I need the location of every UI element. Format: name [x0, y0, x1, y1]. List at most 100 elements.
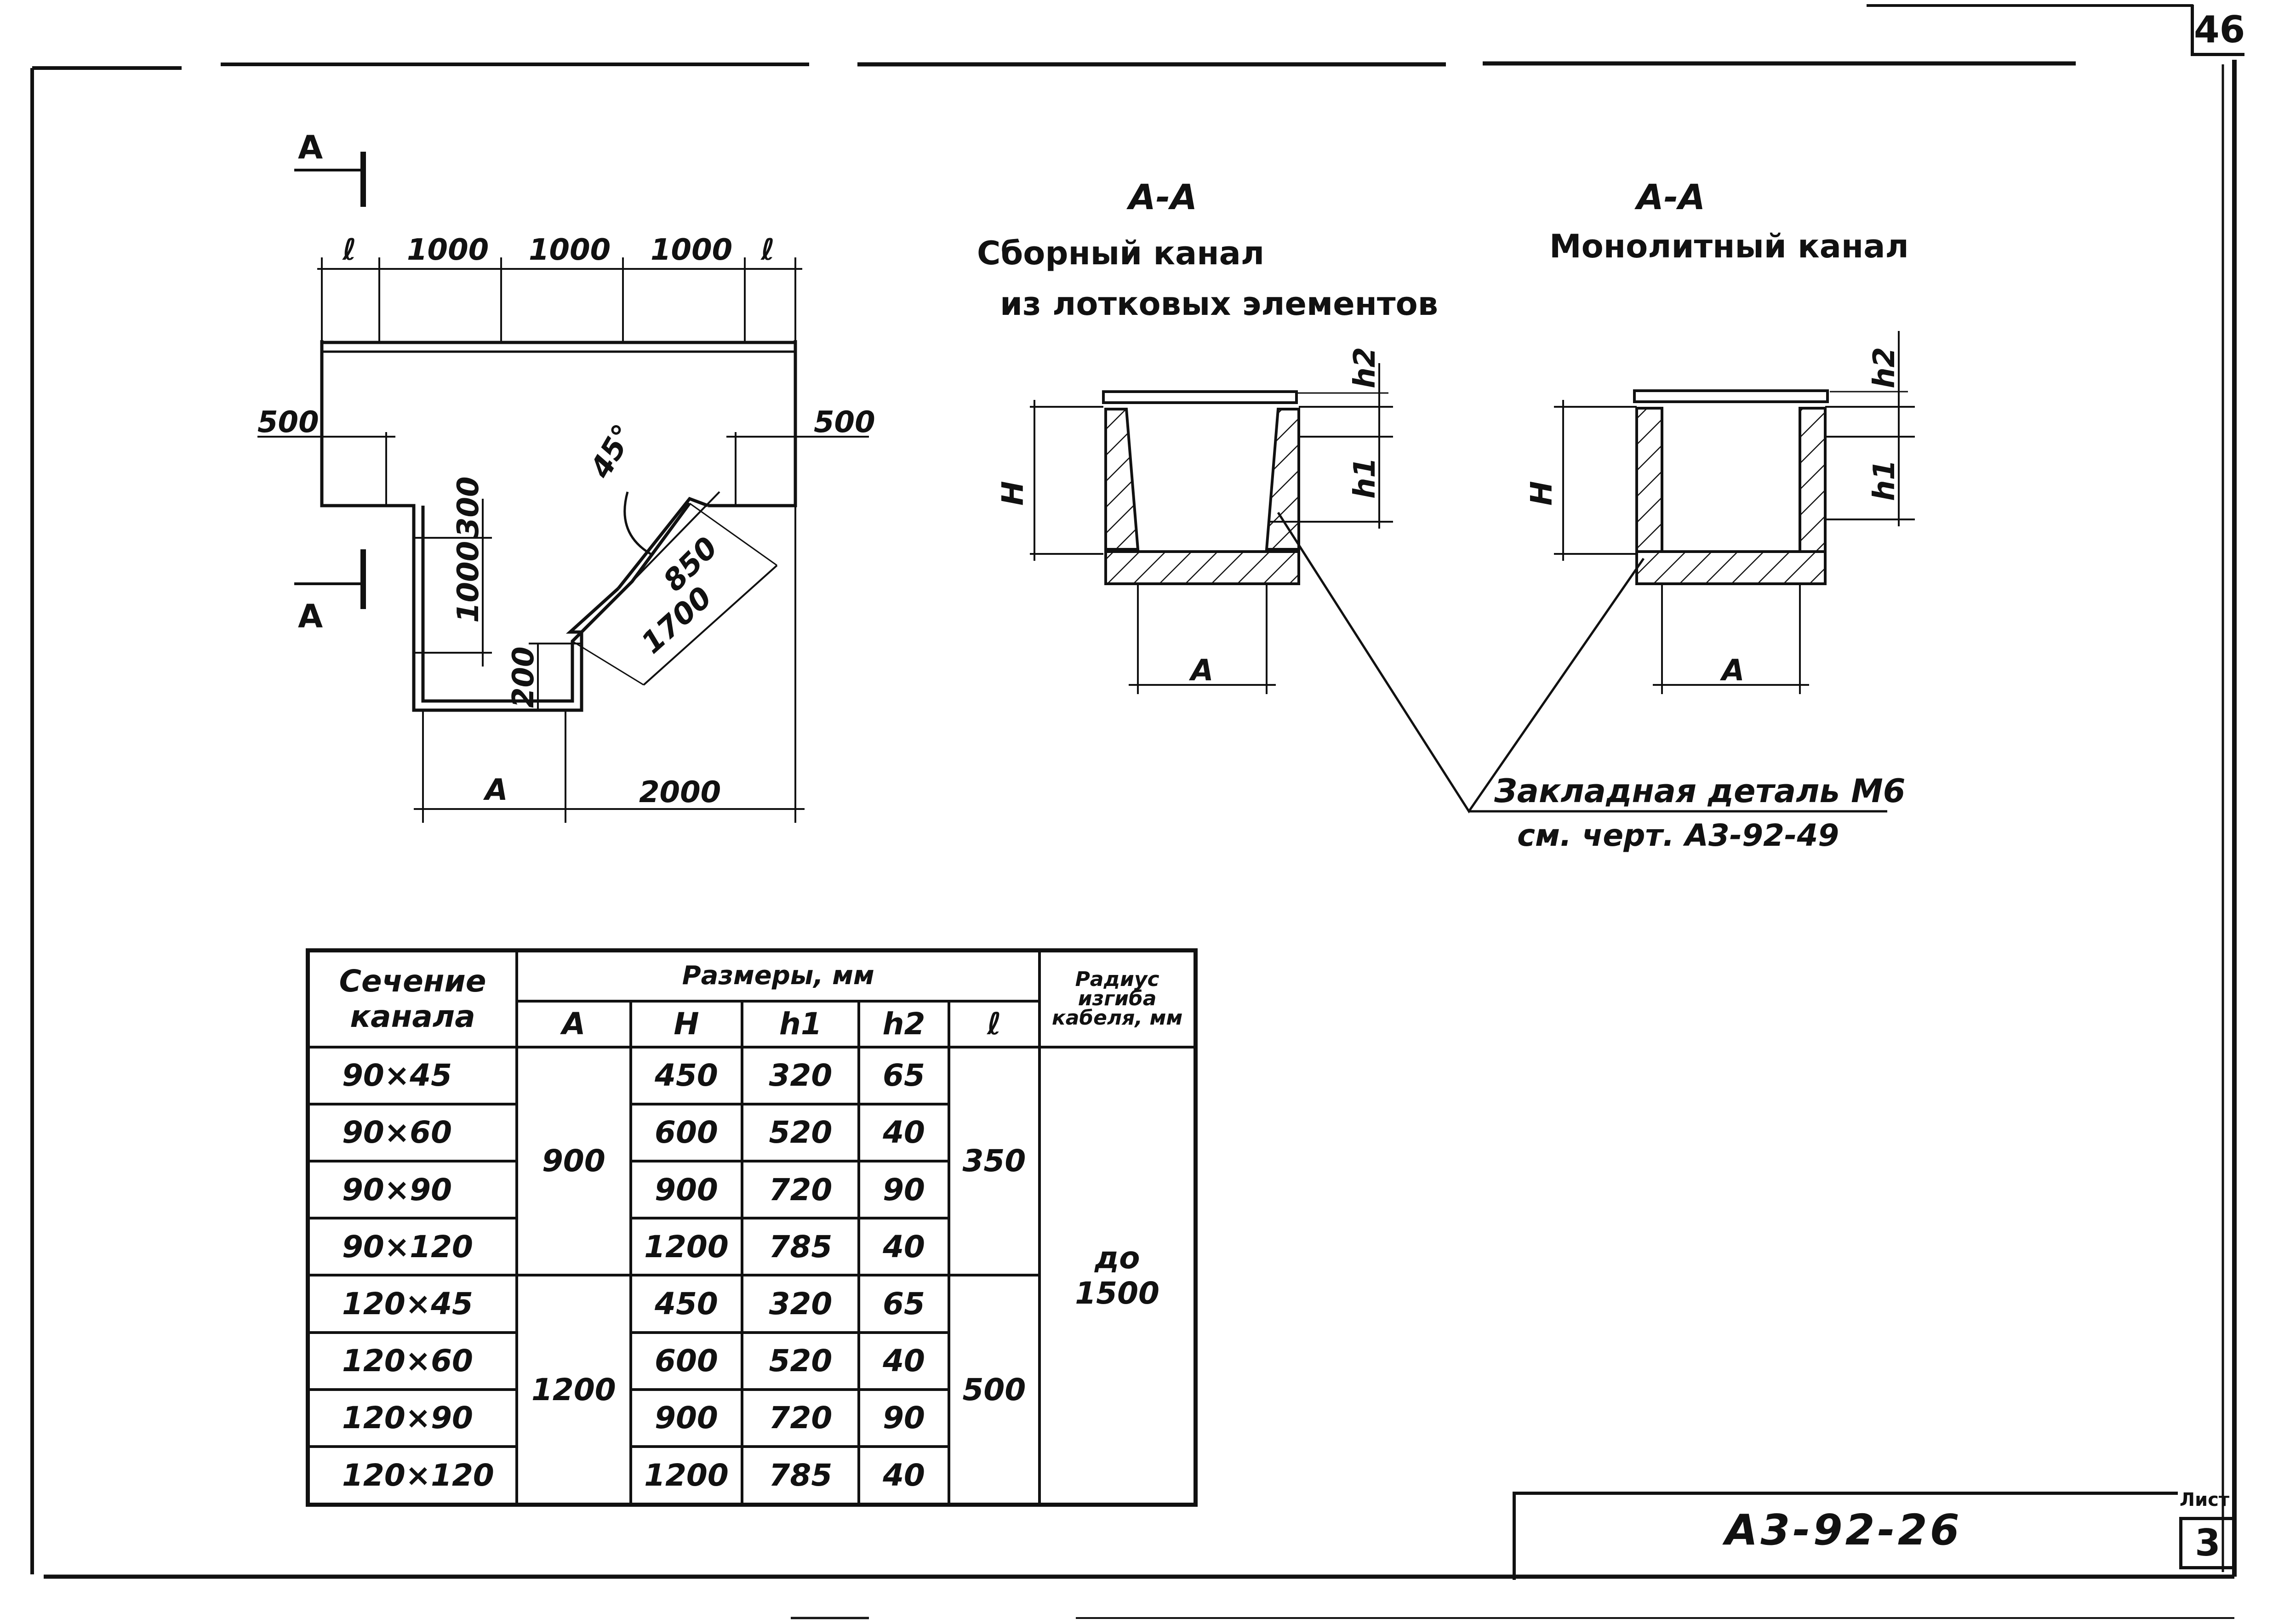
- cell-h: 450: [629, 1045, 744, 1105]
- cell-h: 1200: [629, 1445, 744, 1506]
- table-row: 90×45 900 450 320 65 350 до 1500: [306, 1045, 1197, 1506]
- th-section-line2: канала: [350, 999, 475, 1035]
- section-mark-bottom: А: [298, 598, 323, 635]
- cell-h1: 785: [741, 1217, 861, 1277]
- th-radius: Радиус изгиба кабеля, мм: [1038, 949, 1197, 1048]
- cell-h: 900: [629, 1388, 744, 1448]
- section-precast-labels: А-А Сборный канал из лотковых элементов …: [977, 177, 1438, 688]
- cell-section: 120×90: [306, 1388, 519, 1448]
- table-row: 120×90 900 720 90: [306, 1388, 1196, 1448]
- section-monolithic: [1554, 331, 1915, 694]
- th-sizes: Размеры, мм: [515, 949, 1041, 1003]
- section-mark-top: А: [298, 129, 323, 166]
- dim-1000: 1000: [451, 541, 485, 623]
- cell-h: 450: [629, 1274, 744, 1334]
- monolithic-H: H: [1525, 481, 1559, 506]
- sheet-frame: [30, 4, 2237, 1619]
- dim-bottom-2000: 2000: [639, 775, 721, 809]
- precast-h1: h1: [1348, 457, 1382, 499]
- precast-H: H: [996, 481, 1030, 506]
- cell-a-group1: 900: [515, 1045, 632, 1277]
- cell-section: 90×60: [306, 1102, 519, 1162]
- page-number: 46: [2191, 5, 2245, 56]
- section-monolithic-labels: А-А Монолитный канал h2 h1 H А: [1525, 177, 1909, 688]
- cell-section: 90×45: [306, 1045, 519, 1105]
- th-section-line1: Сечение: [339, 963, 486, 999]
- cell-h: 600: [629, 1102, 744, 1162]
- precast-caption-2: из лотковых элементов: [1000, 285, 1438, 323]
- th-col-l: ℓ: [947, 999, 1041, 1048]
- cell-h2: 65: [857, 1274, 950, 1334]
- sheet-number: 3: [2179, 1517, 2236, 1569]
- dim-top-1000-c: 1000: [651, 233, 732, 267]
- precast-A: А: [1188, 654, 1214, 688]
- cell-a-group2: 1200: [515, 1274, 632, 1506]
- embedded-part-line1: Закладная деталь М6: [1494, 772, 1906, 810]
- dim-top-1000-b: 1000: [529, 233, 611, 267]
- table-row: 90×60 600 520 40: [306, 1102, 1196, 1162]
- precast-h2: h2: [1348, 347, 1382, 388]
- cell-h2: 40: [857, 1445, 950, 1506]
- th-col-a: А: [515, 999, 632, 1048]
- cell-h2: 40: [857, 1102, 950, 1162]
- cell-section: 120×60: [306, 1331, 519, 1391]
- th-col-h2: h2: [857, 999, 950, 1048]
- monolithic-h2: h2: [1867, 347, 1902, 388]
- cell-h2: 65: [857, 1045, 950, 1105]
- cell-h2: 90: [857, 1388, 950, 1448]
- dim-left-500: 500: [257, 405, 319, 439]
- table-row: 120×60 600 520 40: [306, 1331, 1196, 1391]
- cell-l-group2: 500: [947, 1274, 1041, 1506]
- dim-200: 200: [507, 646, 541, 708]
- table-row: 120×120 1200 785 40: [306, 1445, 1196, 1506]
- th-section: Сечение канала: [306, 949, 519, 1048]
- cell-radius-line2: 1500: [1075, 1275, 1159, 1311]
- th-col-h: H: [629, 999, 744, 1048]
- dim-bottom-a: А: [483, 773, 508, 807]
- monolithic-A: А: [1719, 654, 1745, 688]
- dim-top-l2: ℓ: [760, 233, 775, 267]
- cell-h: 1200: [629, 1217, 744, 1277]
- cell-h2: 90: [857, 1159, 950, 1220]
- sheet-label: Лист: [2179, 1489, 2230, 1510]
- cell-h: 900: [629, 1159, 744, 1220]
- dimensions-table: Сечение канала Размеры, мм Радиус изгиба…: [306, 948, 1198, 1507]
- monolithic-h1: h1: [1867, 460, 1902, 501]
- precast-title: А-А: [1126, 177, 1197, 217]
- cell-section: 90×90: [306, 1159, 519, 1220]
- angle-45: 45°: [583, 419, 641, 484]
- th-col-h1: h1: [741, 999, 861, 1048]
- cell-l-group1: 350: [947, 1045, 1041, 1277]
- drawing-code: А3-92-26: [1725, 1505, 1962, 1555]
- cell-h1: 720: [741, 1388, 861, 1448]
- table-row: 90×90 900 720 90: [306, 1159, 1196, 1220]
- monolithic-title: А-А: [1634, 177, 1705, 217]
- cell-h1: 720: [741, 1159, 861, 1220]
- cell-radius-line1: до: [1094, 1240, 1140, 1276]
- cell-radius: до 1500: [1038, 1045, 1197, 1506]
- table-row: 90×120 1200 785 40: [306, 1217, 1196, 1277]
- cell-h: 600: [629, 1331, 744, 1391]
- plan-view: [257, 152, 869, 823]
- cell-h1: 520: [741, 1102, 861, 1162]
- dim-top-1000-a: 1000: [407, 233, 489, 267]
- monolithic-caption: Монолитный канал: [1549, 228, 1909, 265]
- dim-top-l1: ℓ: [342, 233, 356, 267]
- embedded-part-line2: см. черт. А3-92-49: [1517, 818, 1839, 853]
- plan-labels: А А ℓ 1000 1000 1000 ℓ 500 500 300 1000 …: [257, 129, 875, 809]
- cell-h1: 520: [741, 1331, 861, 1391]
- title-block: [1513, 1492, 2178, 1580]
- dim-right-500: 500: [814, 405, 875, 439]
- dim-300: 300: [451, 476, 485, 538]
- precast-caption-1: Сборный канал: [977, 234, 1264, 272]
- cell-h1: 320: [741, 1045, 861, 1105]
- embedded-part-leader: [1277, 512, 1887, 814]
- section-precast: [1030, 363, 1393, 694]
- cell-h1: 320: [741, 1274, 861, 1334]
- cell-section: 120×120: [306, 1445, 519, 1506]
- cell-section: 90×120: [306, 1217, 519, 1277]
- cell-section: 120×45: [306, 1274, 519, 1334]
- cell-h2: 40: [857, 1217, 950, 1277]
